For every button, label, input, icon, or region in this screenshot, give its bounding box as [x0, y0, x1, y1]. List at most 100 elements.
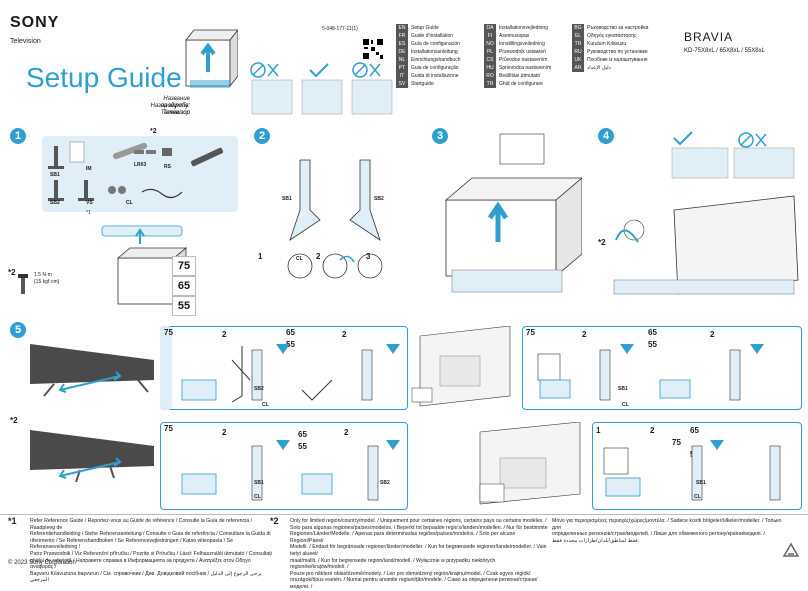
step-2-sub-3: 3	[366, 252, 371, 261]
part-vs-label: VS	[86, 200, 93, 206]
step-5-row1-right-panel	[522, 326, 802, 410]
step-1-note-1: *1	[86, 210, 91, 216]
step-3-badge: 3	[432, 128, 448, 144]
panel-strip	[160, 326, 172, 410]
tv-side-row2-illustration	[479, 422, 581, 505]
footer-line: Pouze pro některé oblasti/země/modely. /…	[290, 570, 531, 577]
r1-sub-2b: 2	[342, 330, 347, 339]
r1-size-b: 65	[286, 328, 295, 337]
step-5-badge: 5	[10, 322, 26, 338]
tv-unpack-illustration	[613, 131, 799, 295]
r1-size-e: 65	[648, 328, 657, 337]
tv-front-row2-illustration	[30, 430, 154, 483]
bravia-logo: BRAVIA	[684, 30, 734, 44]
r2-size-c: 55	[298, 442, 307, 451]
r2-sb1-label-2: SB1	[696, 480, 706, 486]
model-numbers: KD-75X8xL / 65X8xL / 55X8xL	[684, 48, 765, 54]
footer-line: Modelli. / Endast för begränsade regione…	[290, 544, 547, 557]
step-2-sb1-label: SB1	[282, 196, 292, 202]
footer-line: riferimento / Se Referenshandboken / Se …	[30, 537, 234, 551]
stand-attach-row1-left	[181, 344, 400, 403]
size-65-label: 65	[172, 276, 196, 296]
footer-line: ghidul de referință / Направете справка …	[30, 557, 251, 571]
footer-line: maat/mallit. / Kun for begrensede region…	[290, 557, 496, 571]
subtitle-line-2: Назва виробу: Телевізор	[150, 103, 190, 116]
footer-note-1: Refer Reference Guide / Reportez-vous au…	[30, 518, 275, 584]
footer-line: Başvuru Kılavuzuna başvurun / См. справо…	[30, 570, 262, 584]
r2-sub-1: 1	[596, 426, 601, 435]
footer-line: Referentiehandleiding / Siehe Referenzan…	[30, 531, 271, 538]
r1-size-f: 55	[648, 340, 657, 349]
row2-note-mark: *2	[10, 416, 18, 425]
step-1-badge: 1	[10, 128, 26, 144]
part-im-label: IM	[86, 166, 92, 172]
screw-note-mark: *2	[8, 268, 16, 277]
stand-assembly-illustration	[287, 159, 383, 279]
footer-note-2: Only for limited region/country/model. /…	[290, 518, 548, 591]
tv-front-illustration	[30, 344, 154, 397]
part-sb1-label: SB1	[50, 172, 60, 178]
r1-size-a: 75	[164, 328, 173, 337]
step-4-note-2: *2	[598, 238, 606, 247]
recycle-icon	[782, 542, 800, 557]
footer-line: Regionen/Länder/Modelle. / Apenas para d…	[290, 531, 516, 544]
footer-line: определенных регионов/стран/моделей. / Л…	[552, 531, 765, 538]
footer-line: Patrz Przewodnik / Viz Referenční příruč…	[30, 550, 272, 557]
step-2-sub-2: 2	[316, 252, 321, 261]
step-5-row2-right-panel	[592, 422, 802, 510]
subtitle-line-1: Название продукта: Телевизор	[160, 96, 190, 116]
r2-sb2-label: SB2	[380, 480, 390, 486]
footer-line: فقط لمناطق/بلدان/طرازات محددة فقط.	[552, 537, 640, 544]
copyright: © 2023 Sony Corporation	[8, 560, 76, 566]
r2-cl-label-2: CL	[694, 494, 701, 500]
handling-ok-ng-illustration	[250, 62, 393, 115]
r1-sub-2d: 2	[710, 330, 715, 339]
step-1-note-2: *2	[150, 128, 157, 135]
size-75-label: 75	[172, 256, 196, 276]
footer-line: Only for limited region/country/model. /…	[290, 518, 547, 524]
footer-divider	[0, 514, 808, 515]
screw-torque-line-1: 1.5 N·m	[34, 272, 52, 278]
step-2-sb2-label: SB2	[374, 196, 384, 202]
r1-cl-label: CL	[262, 402, 269, 408]
r1-size-d: 75	[526, 328, 535, 337]
screw-torque-line-2: {15 kgf·cm}	[34, 279, 60, 285]
step-4-badge: 4	[598, 128, 614, 144]
r1-sub-2a: 2	[222, 330, 227, 339]
r2-cl-label: CL	[254, 494, 261, 500]
step-2-sub-1: 1	[258, 252, 263, 261]
qr-code-icon	[362, 38, 384, 60]
step-2-badge: 2	[254, 128, 270, 144]
part-cl-label: CL	[126, 200, 133, 206]
step-5-row2-left-panel	[160, 422, 408, 510]
part-lr03-label: LR03	[134, 162, 147, 168]
footer-note-3: Μόνο για περιορισμένες περιοχές/χώρες/μο…	[552, 518, 788, 544]
r1-size-c: 55	[286, 340, 295, 349]
stand-attach-row2-right	[603, 440, 781, 501]
footer-note-2-mark: *2	[270, 516, 279, 526]
category-label: Television	[10, 38, 41, 45]
footer-line: országok/típus esetén. / Numai pentru an…	[290, 577, 538, 590]
accessories-illustration	[48, 141, 224, 201]
sony-logo: SONY	[10, 14, 60, 31]
step-2-cl-label: CL	[296, 256, 303, 262]
part-sb2-label: SB2	[50, 200, 60, 206]
